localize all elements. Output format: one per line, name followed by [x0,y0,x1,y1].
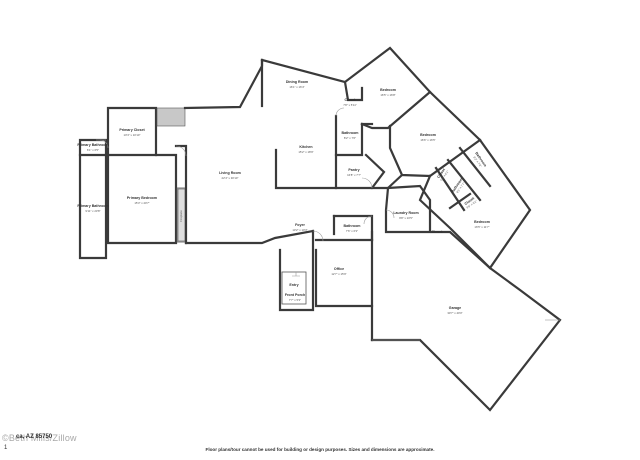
room-label-foyer: Foyer 13'2" x 10'3" [292,223,307,232]
room-dims: 9'11" x 23'8" [85,209,100,213]
room-dims: 13'2" x 10'3" [292,228,307,232]
room-label-bathroom-diag: Bathroom 8'2" x 7'6" [472,151,487,168]
room-label-kitchen: Kitchen 15'2" x 18'9" [298,145,313,154]
page-number: 1 [4,445,8,451]
room-label-living-room: Living Room 22'4" x 30'10" [219,171,241,180]
room-label-bedroom-diag: Bedroom 16'5" x 11'7" [474,220,490,229]
room-label-bedroom-top: Bedroom 16'5" x 16'8" [380,88,396,97]
room-name: Fireplace [179,210,183,222]
room-name: Front Porch [285,293,305,297]
room-dims: 16'8" x 7'7" [347,173,361,177]
room-dims: 6'6" x 6'1" [466,199,478,209]
room-name: Pantry [348,168,359,172]
watermark: ©Beth Mills/Zillow [2,433,77,443]
room-label-garage: Garage 30'7" x 40'0" [447,306,462,315]
room-name: Closet [432,230,444,234]
room-name: Living Room [219,171,241,175]
room-label-primary-bedroom: Primary Bedroom 15'3" x 20'7" [127,196,157,205]
room-label-entry: Entry [289,283,298,287]
room-dims: 8'2" x 7'6" [344,136,356,140]
room-dims: 16'5" x 16'8" [380,93,395,97]
room-name: Entry [289,283,298,287]
room-label-dining-room: Dining Room 16'1" x 16'4" [286,80,308,89]
room-name: Bedroom [380,88,396,92]
room-label-primary-bathroom-small: Primary Bathroom 6'1" x 6'5" [77,143,108,152]
address: ca, AZ 85750 [16,434,53,440]
room-dims: 7'8" x 5'11" [343,103,357,107]
room-label-closet-laundry: Closet [432,230,444,234]
room-label-office: Office 12'7" x 15'9" [331,267,346,276]
room-dims: 10'3" x 10'10" [124,133,141,137]
room-dims: 15'3" x 20'7" [134,201,149,205]
room-dims: 30'7" x 40'0" [447,311,462,315]
room-dims: 6'1" x 6'5" [87,148,99,152]
room-name: Bathroom [344,224,361,228]
room-dims: 8'2" x 7'6" [472,156,482,168]
room-name: Dining Room [286,80,308,84]
room-dims: 8'1" x 7'7" [455,182,465,194]
room-label-closet-top: Closet 7'8" x 5'11" [343,98,357,107]
room-dims: 5'8" x 6'1" [439,170,449,182]
room-name: Bathroom [342,131,359,135]
room-label-fireplace: Fireplace [179,210,183,222]
room-dims: 22'4" x 30'10" [222,176,239,180]
room-label-front-porch: Front Porch 7'7" x 5'3" [285,293,305,302]
door-swings [99,107,395,242]
room-name: Primary Bathroom [77,143,108,147]
room-dims: 16'6" x 16'5" [420,138,435,142]
room-dims: 9'8" x 10'5" [399,216,413,220]
room-label-laundry-room: Laundry Room 9'8" x 10'5" [393,211,418,220]
disclaimer: Floor plans/tour cannot be used for buil… [205,447,435,452]
room-dims: 7'7" x 5'3" [289,298,301,302]
room-label-bathroom-top: Bathroom 8'2" x 7'6" [342,131,359,140]
room-dims: 15'2" x 18'9" [298,150,313,154]
room-label-pantry: Pantry 16'8" x 7'7" [347,168,361,177]
room-name: Primary Closet [119,128,145,132]
room-name: Bedroom [474,220,490,224]
room-label-primary-closet: Primary Closet 10'3" x 10'10" [119,128,145,137]
room-name: Kitchen [299,145,312,149]
room-label-bathroom-foyer: Bathroom 7'6" x 6'3" [344,224,361,233]
room-name: Primary Bedroom [127,196,157,200]
right-wing-walls [343,46,562,412]
room-label-closet-diag-b: Closet 6'6" x 6'1" [464,196,478,210]
room-label-closet-diag-a: Closet 5'8" x 6'1" [436,167,449,182]
room-name: Garage [449,306,461,310]
room-dims: 7'6" x 6'3" [346,229,358,233]
room-dims: 12'7" x 15'9" [331,272,346,276]
room-name: Bedroom [420,133,436,137]
room-name: Closet [436,167,446,179]
room-name: Closet [464,196,476,206]
closet-shelf-area [156,107,186,127]
room-name: Office [334,267,344,271]
room-name: Laundry Room [393,211,418,215]
center-walls [260,58,386,190]
room-name: Primary Bathroom [77,204,108,208]
room-dims: 16'1" x 16'4" [289,85,304,89]
room-dims: 16'5" x 11'7" [474,225,489,229]
room-label-primary-bathroom: Primary Bathroom 9'11" x 23'8" [77,204,108,213]
room-name: Closet [345,98,357,102]
room-name: Foyer [295,223,305,227]
room-label-bedroom-mid: Bedroom 16'6" x 16'5" [420,133,436,142]
